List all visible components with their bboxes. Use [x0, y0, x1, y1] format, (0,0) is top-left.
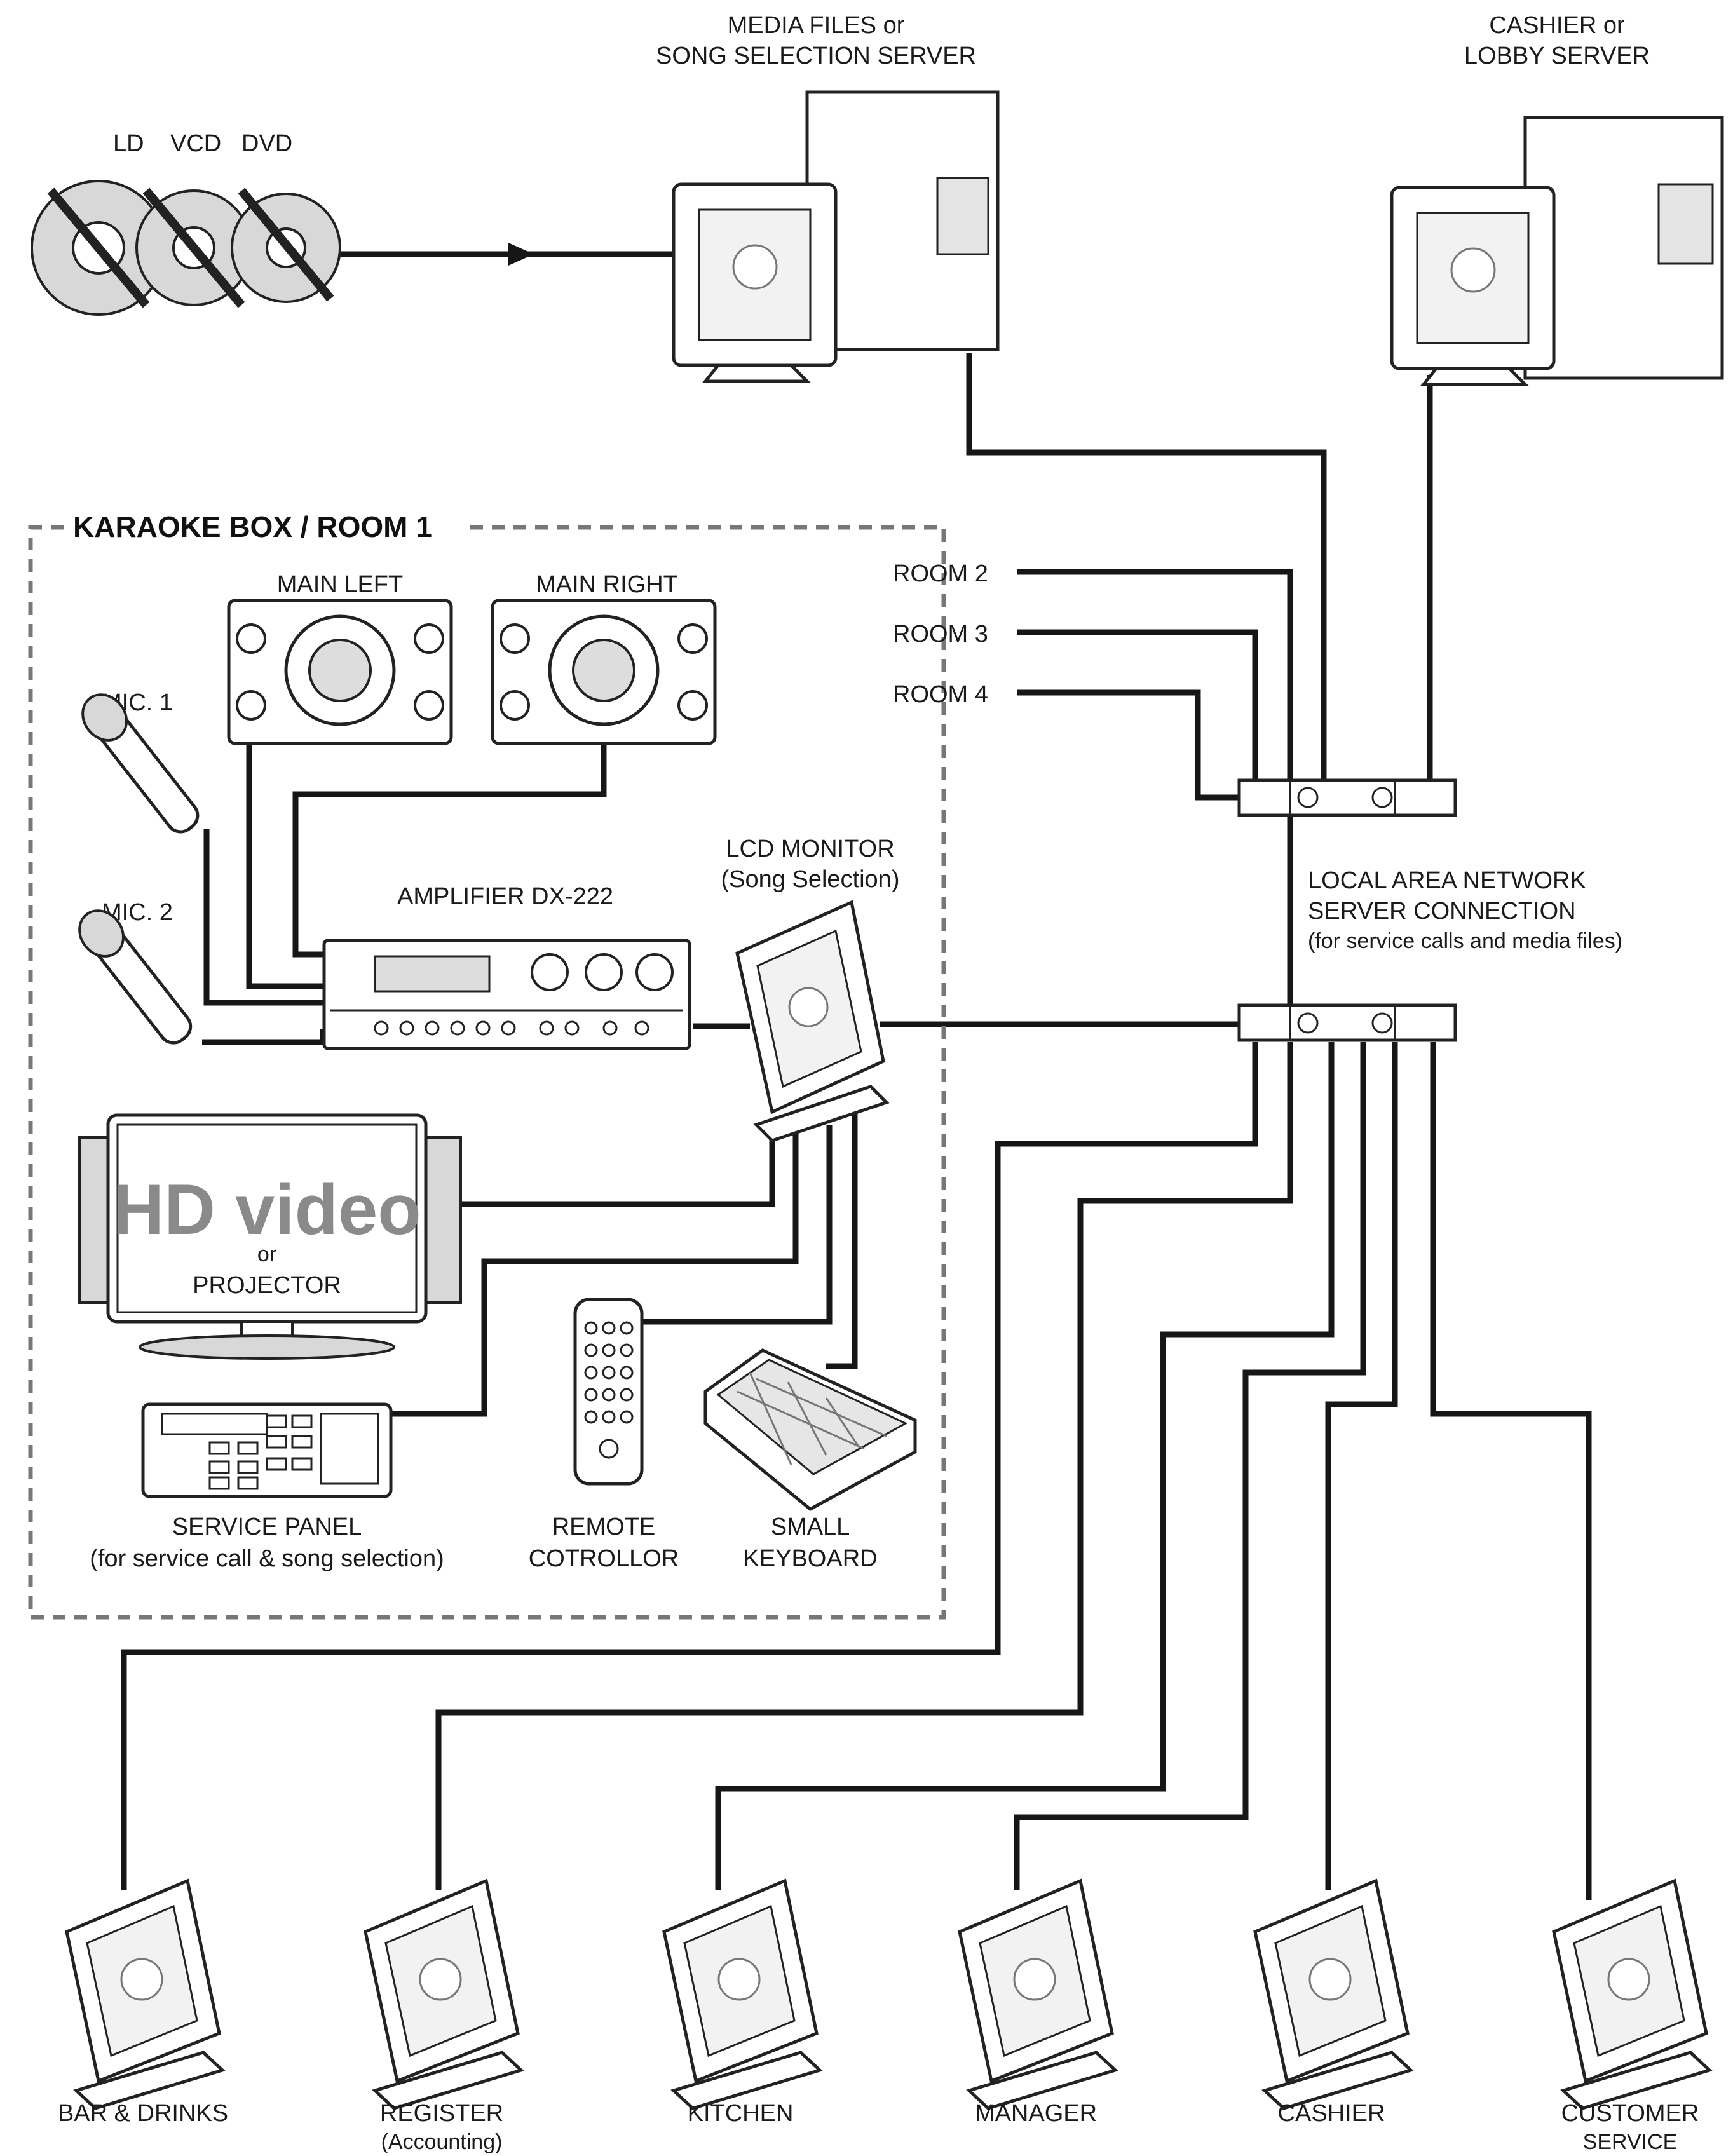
mascot-icon: [789, 988, 827, 1026]
lcd-to-remote-wire: [643, 1125, 829, 1322]
tv-or-text: or: [257, 1242, 276, 1266]
mascot-icon: [733, 245, 777, 288]
room3-label: ROOM 3: [893, 621, 988, 647]
media-server-label-line2: SONG SELECTION SERVER: [656, 43, 976, 69]
terminal-monitor-icon: [1255, 1881, 1411, 2108]
room2-label: ROOM 2: [893, 560, 988, 587]
terminal-monitor-icon: [1554, 1881, 1709, 2108]
mascot-icon: [719, 1959, 759, 2000]
left-speaker-wire: [249, 743, 323, 986]
terminal-1: BAR & DRINKS: [58, 1881, 228, 2127]
lan-label-line3: (for service calls and media files): [1308, 929, 1622, 953]
ld-label: LD: [113, 130, 144, 157]
small-keyboard-icon: [705, 1350, 915, 1509]
dvd-label: DVD: [241, 130, 292, 157]
room4-label: ROOM 4: [893, 681, 988, 708]
main-right-label: MAIN RIGHT: [536, 571, 678, 598]
service-panel-label-line2: (for service call & song selection): [90, 1545, 444, 1572]
terminal-3: KITCHEN: [664, 1881, 820, 2127]
mascot-icon: [1014, 1959, 1055, 2000]
hd-video-text: HD video: [112, 1170, 421, 1249]
terminal-label-line1: CASHIER: [1278, 2100, 1385, 2127]
terminal-2: REGISTER (Accounting): [365, 1881, 521, 2154]
mascot-icon: [1451, 248, 1495, 292]
lcd-monitor-icon: [737, 902, 887, 1141]
right-speaker-wire: [296, 743, 604, 954]
terminal-label-line1: KITCHEN: [688, 2100, 794, 2127]
terminal-monitor-icon: [365, 1881, 521, 2108]
mascot-icon: [420, 1959, 461, 2000]
room4-wire: [1017, 693, 1239, 797]
mascot-icon: [1310, 1959, 1350, 2000]
terminal-4: MANAGER: [960, 1881, 1115, 2127]
manager-wire: [1017, 1042, 1363, 1890]
customer-service-wire: [1433, 1042, 1589, 1900]
cashier-server-label-line2: LOBBY SERVER: [1464, 43, 1650, 69]
hd-video-screen: HD video or PROJECTOR: [79, 1115, 461, 1359]
service-panel-label-line1: SERVICE PANEL: [172, 1514, 362, 1540]
remote-label-line1: REMOTE: [552, 1514, 656, 1540]
terminal-monitor-icon: [67, 1881, 222, 2108]
lan-label-line1: LOCAL AREA NETWORK: [1308, 867, 1586, 894]
remote-label-line2: COTROLLOR: [529, 1545, 679, 1572]
remote-controller-icon: [575, 1299, 642, 1484]
mascot-icon: [121, 1959, 162, 2000]
mascot-icon: [1608, 1959, 1649, 2000]
hub-upper-icon: [1239, 780, 1455, 815]
other-rooms: ROOM 2 ROOM 3 ROOM 4: [893, 560, 988, 708]
disc-stack: LD VCD DVD: [32, 130, 340, 315]
room3-wire: [1017, 632, 1255, 788]
terminal-row: BAR & DRINKS REGISTER (Accounting) KITCHEN M…: [58, 1881, 1709, 2154]
mic1-wire: [207, 829, 323, 1003]
terminal-label-line2: (Accounting): [381, 2130, 503, 2154]
terminal-label-line2: SERVICE: [1583, 2130, 1678, 2154]
cashier-server: CASHIER or LOBBY SERVER: [1392, 12, 1722, 384]
terminal-6: CUSTOMER SERVICE: [1554, 1881, 1709, 2154]
room2-wire: [1017, 572, 1290, 788]
karaoke-room-1: KARAOKE BOX / ROOM 1 MAIN LEFT MAIN RIGH…: [31, 510, 944, 1617]
main-left-label: MAIN LEFT: [277, 571, 403, 598]
amplifier-label: AMPLIFIER DX-222: [397, 883, 613, 910]
keyboard-label-line2: KEYBOARD: [743, 1545, 877, 1572]
room-title: KARAOKE BOX / ROOM 1: [73, 510, 432, 543]
keyboard-label-line1: SMALL: [771, 1514, 850, 1540]
mic2-wire: [202, 1029, 323, 1042]
hub-lower-icon: [1239, 1005, 1455, 1040]
terminal-monitor-icon: [960, 1881, 1115, 2108]
lcd-monitor-label-line1: LCD MONITOR: [726, 836, 894, 862]
terminal-5: CASHIER: [1255, 1881, 1411, 2127]
lan-label-line2: SERVER CONNECTION: [1308, 898, 1576, 925]
terminal-label-line1: MANAGER: [975, 2100, 1097, 2127]
cashier-server-label-line1: CASHIER or: [1489, 12, 1625, 39]
media-server: MEDIA FILES or SONG SELECTION SERVER: [656, 12, 998, 381]
media-server-label-line1: MEDIA FILES or: [728, 12, 905, 39]
projector-text: PROJECTOR: [193, 1272, 341, 1299]
lcd-to-tv-wire: [458, 1131, 772, 1204]
lan-hubs: LOCAL AREA NETWORK SERVER CONNECTION (fo…: [1239, 780, 1622, 1040]
terminal-monitor-icon: [664, 1881, 820, 2108]
terminal-label-line1: REGISTER: [380, 2100, 503, 2127]
arrow-icon: [508, 243, 534, 266]
vcd-label: VCD: [170, 130, 221, 157]
terminal-label-line1: BAR & DRINKS: [58, 2100, 228, 2127]
terminal-label-line1: CUSTOMER: [1561, 2100, 1699, 2127]
lcd-monitor-label-line2: (Song Selection): [721, 866, 900, 893]
speaker-side-right-icon: [423, 1137, 461, 1303]
service-panel: [143, 1404, 391, 1496]
